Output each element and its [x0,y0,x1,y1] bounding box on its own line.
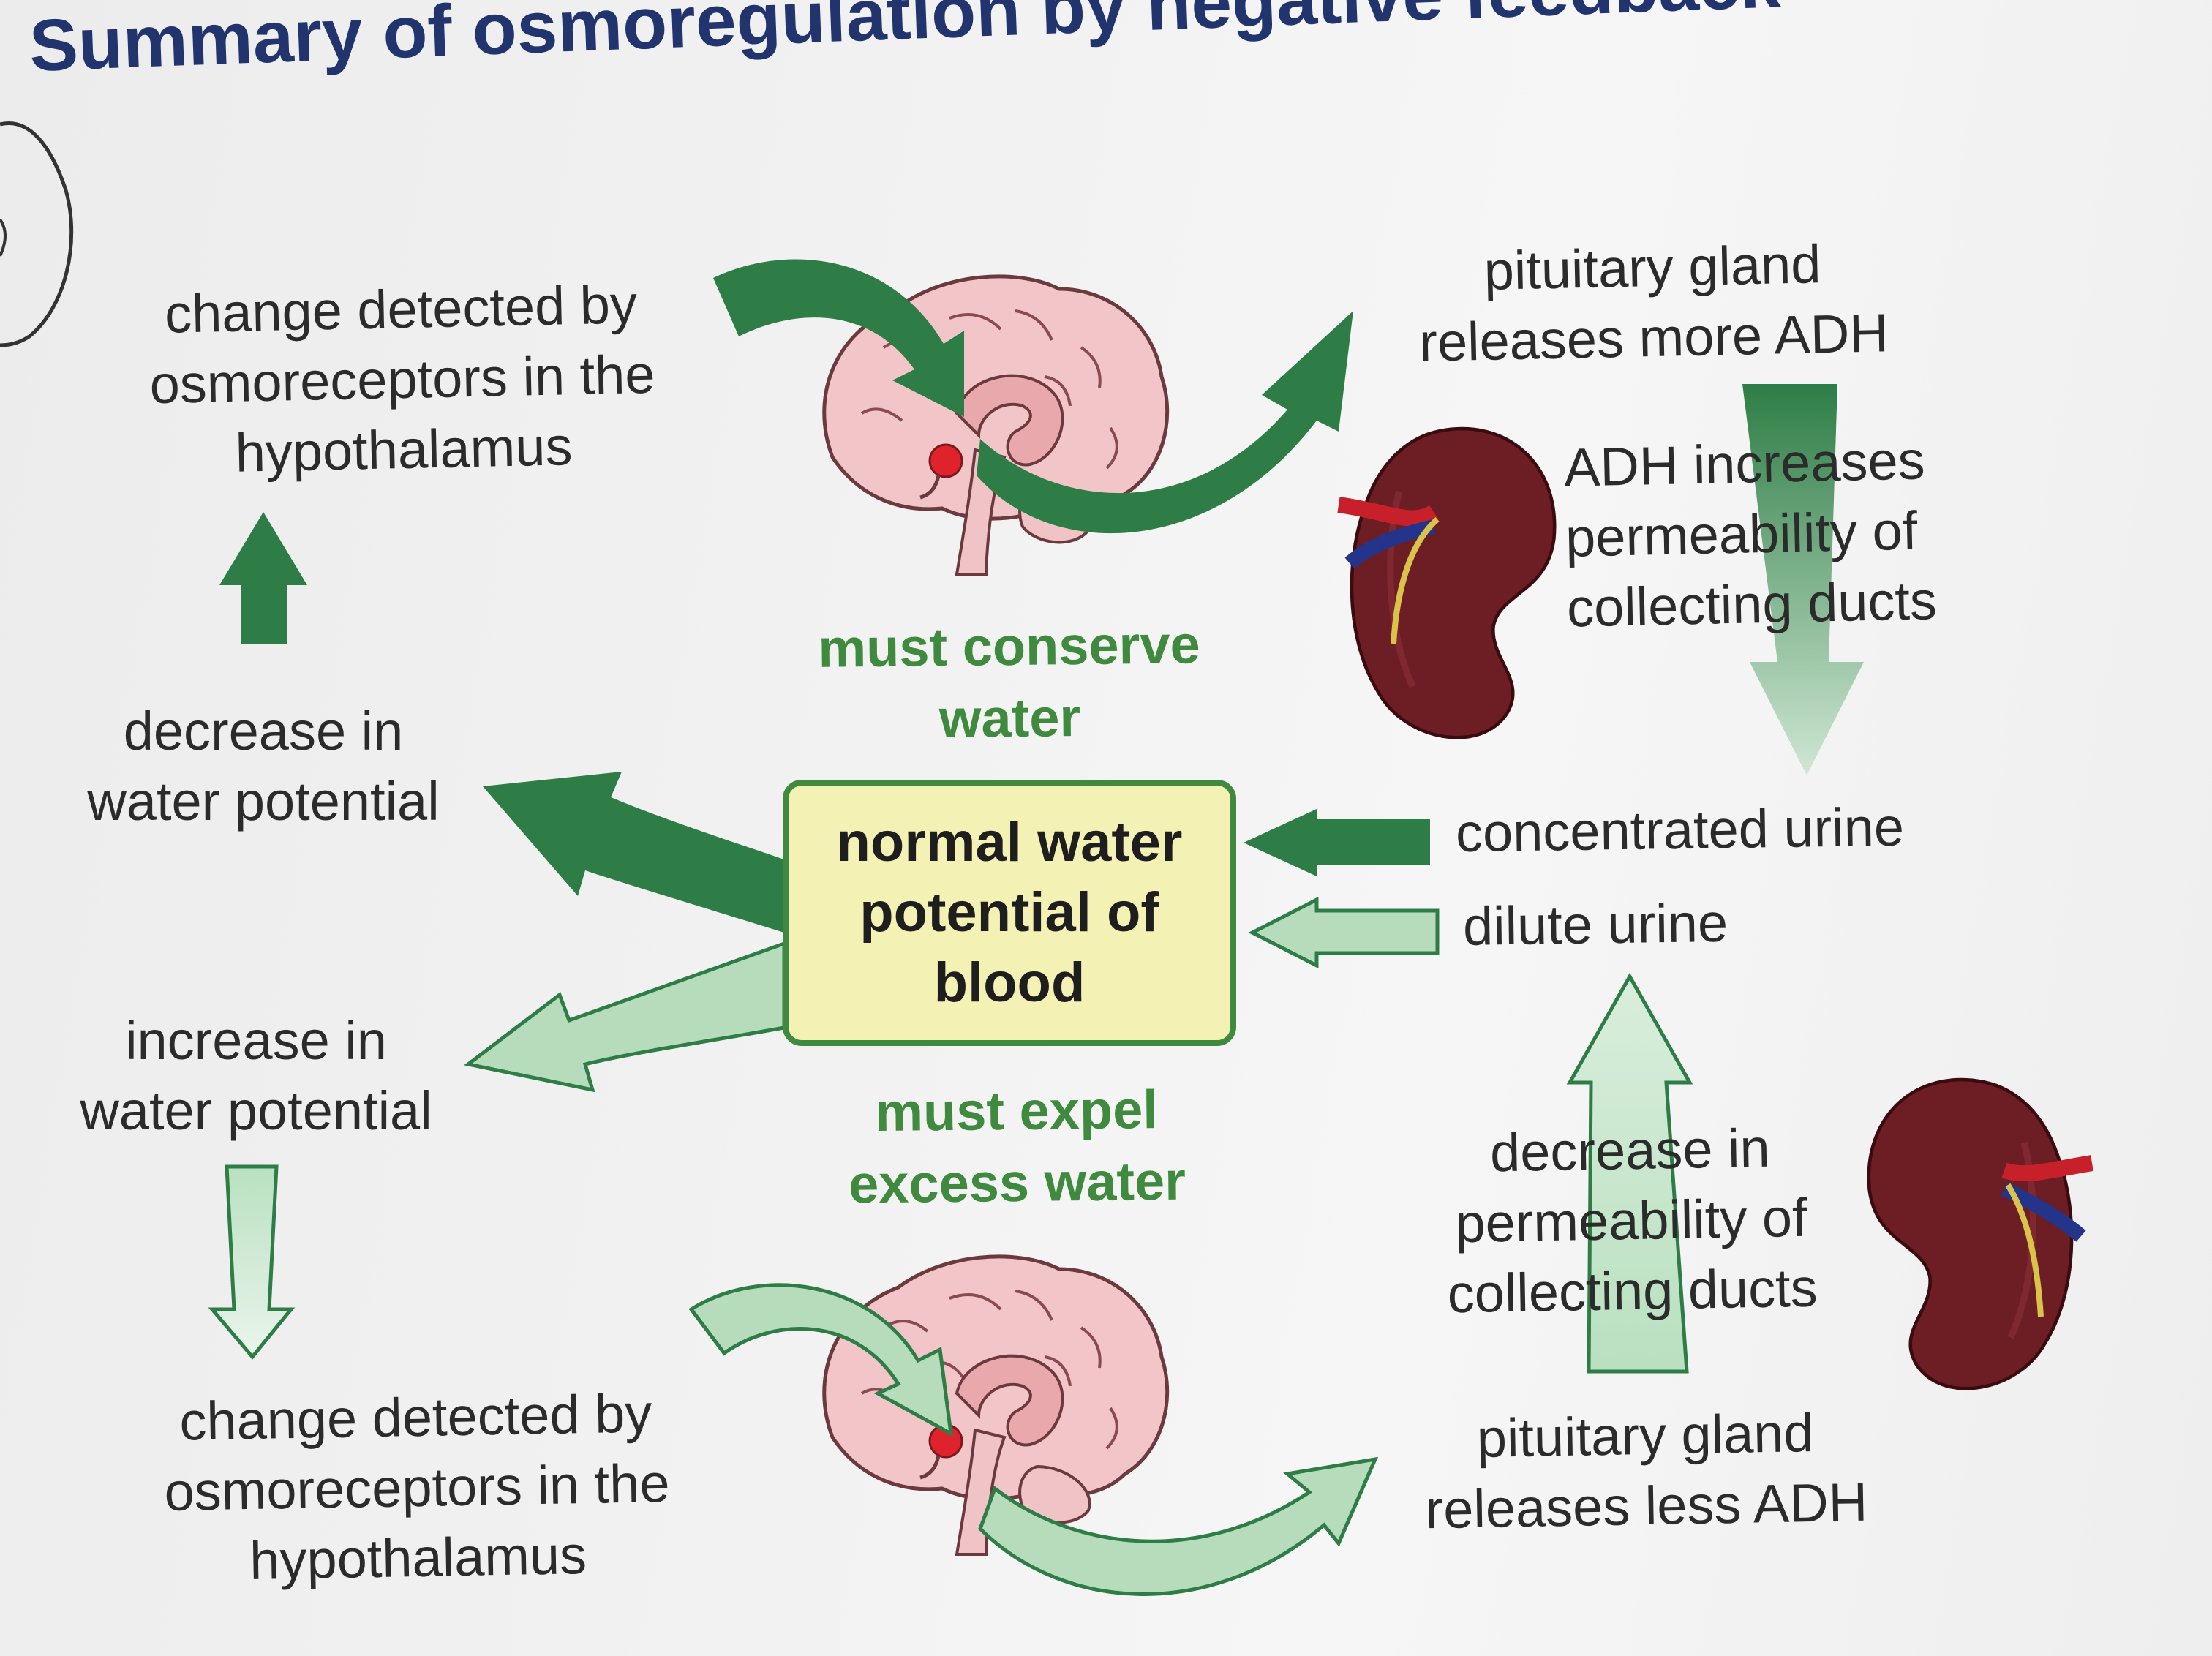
arrow-to-hypothalamus-top [713,259,964,417]
kidney-icon-bottom [1869,1080,2072,1388]
dilute-urine-label: dilute urine [1462,892,1728,957]
normal-water-potential-box: normal water potential of blood [783,780,1236,1046]
must-conserve-water-label: must conserve water [817,614,1201,750]
arrow-to-hypothalamus-bottom [688,1283,954,1437]
bottom-pituitary-label: pituitary gland releases less ADH [1424,1401,1868,1540]
decrease-water-potential-label: decrease in water potential [87,701,440,832]
concentrated-urine-label: concentrated urine [1455,796,1905,864]
kidney-icon-top [1352,429,1554,737]
arrow-from-concentrated-urine [1244,809,1430,876]
arrow-down-to-detection [208,1164,296,1360]
top-detection-label: change detected by osmoreceptors in the … [148,274,656,483]
arrow-to-increase-water-potential [464,941,786,1093]
decrease-permeability-label: decrease in permeability of collecting d… [1447,1117,1818,1325]
arrow-from-dilute-urine [1248,896,1440,969]
center-box-label: normal water potential of blood [836,811,1183,1014]
arrow-down-to-concentrated-urine [1742,384,1864,775]
arrow-to-pituitary-bottom [978,1456,1379,1596]
bottom-detection-label: change detected by osmoreceptors in the … [163,1382,671,1591]
arrow-to-decrease-water-potential [483,772,784,933]
arrow-up-to-dilute-urine [1566,972,1693,1374]
arrow-to-pituitary-top [977,311,1353,534]
top-pituitary-label: pituitary gland releases more ADH [1418,233,1889,373]
must-expel-excess-water-label: must expel excess water [848,1078,1186,1215]
arrow-up-to-detection [219,512,307,644]
adh-increases-label: ADH increases permeability of collecting… [1563,429,1938,639]
increase-water-potential-label: increase in water potential [80,1010,432,1141]
edge-object-outline [0,121,74,347]
